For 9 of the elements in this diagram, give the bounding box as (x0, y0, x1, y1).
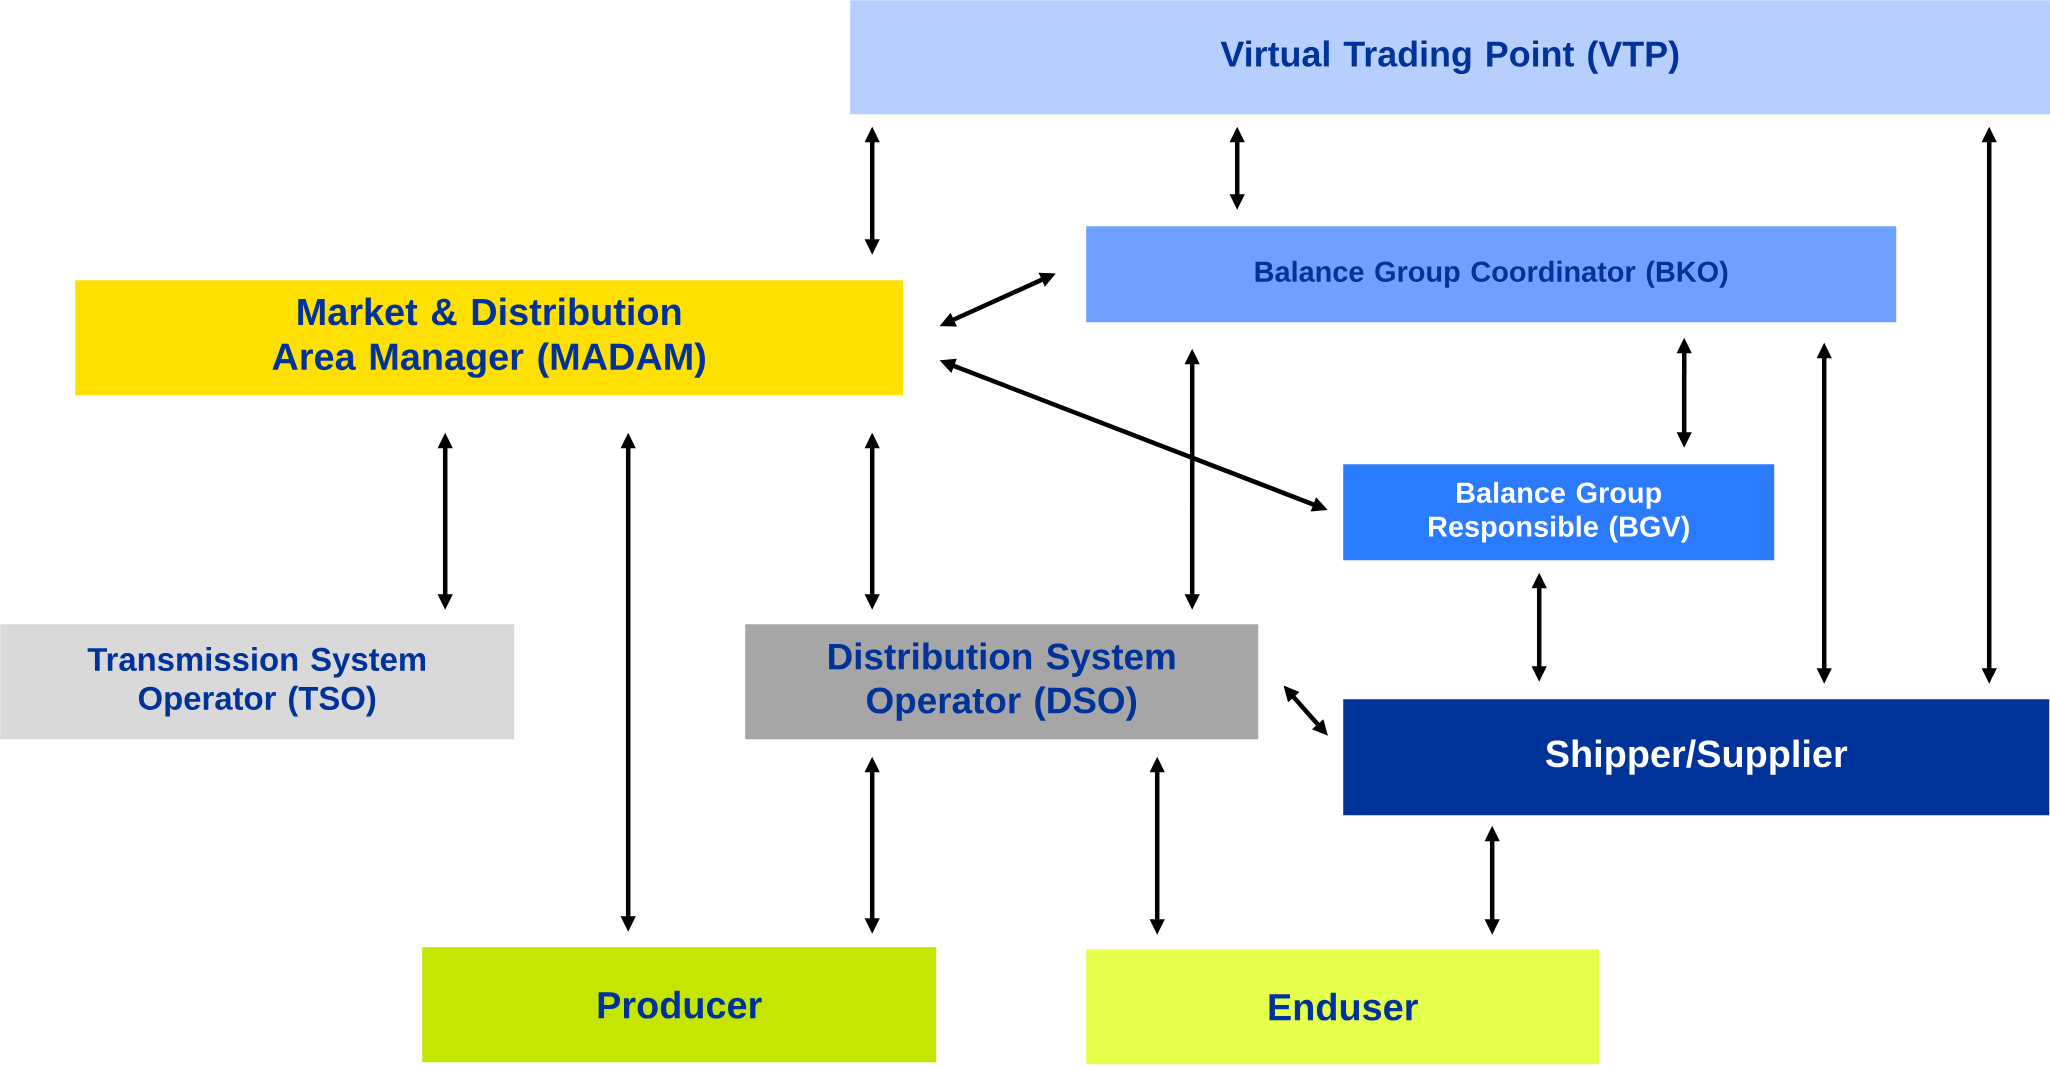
enduser-box: Enduser (1086, 949, 1600, 1065)
manager-box: Market & Distribution Area Manager (MADAM) (75, 280, 904, 396)
operator-box: Distribution System Operator (DSO) (745, 624, 1259, 740)
responsible-box: Balance Group Responsible (BGV) (1343, 464, 1775, 561)
supplier-box: Shipper/Supplier (1343, 699, 2050, 816)
operator-box: Transmission System Operator (TSO) (0, 624, 515, 740)
coordinator-box: Balance Group Coordinator (BKO) (1086, 226, 1897, 323)
trading-point-box: Virtual Trading Point (VTP) (850, 0, 2050, 115)
producer-box: Producer (422, 947, 937, 1063)
